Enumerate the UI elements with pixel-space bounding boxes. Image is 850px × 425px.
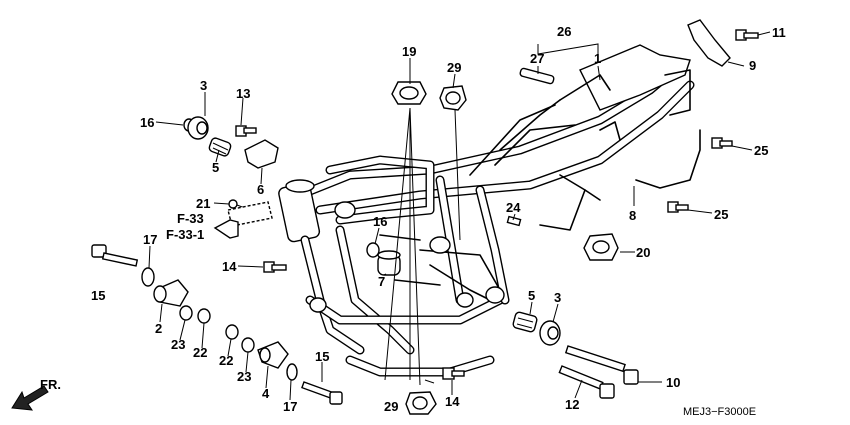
reference-f33: F-33 — [177, 211, 204, 226]
front-direction-arrow — [11, 385, 49, 411]
callout-11: 11 — [772, 25, 786, 40]
callout-21: 21 — [196, 196, 210, 211]
part-23-nut-lower — [241, 337, 255, 353]
callout-22: 22 — [193, 345, 207, 360]
part-6-bracket — [244, 139, 279, 169]
part-3-rubber-left — [187, 116, 209, 140]
part-19-clamp — [391, 81, 427, 105]
part-12-bolt — [558, 365, 615, 399]
leader-lines — [148, 31, 771, 401]
callout-20: 20 — [636, 245, 650, 260]
part-20-clamp — [583, 233, 619, 261]
callout-4: 4 — [262, 386, 270, 401]
part-plate-ref — [227, 201, 273, 227]
part-14-bolt-left — [263, 261, 287, 273]
part-2-collar — [153, 279, 189, 307]
part-17-washer-left — [141, 267, 155, 287]
part-14-bolt-bottom — [442, 367, 465, 380]
part-22-nut-lower — [225, 324, 239, 340]
callout-15: 15 — [315, 349, 329, 364]
callout-17: 17 — [143, 232, 157, 247]
drawing-code: MEJ3−F3000E — [683, 406, 756, 418]
callout-10: 10 — [666, 375, 680, 390]
callout-13: 13 — [236, 86, 250, 101]
callout-15: 15 — [91, 288, 105, 303]
callout-3: 3 — [200, 78, 207, 93]
part-15-bolt-lower — [301, 381, 343, 405]
part-5-bush-left — [208, 137, 232, 157]
callout-23: 23 — [171, 337, 185, 352]
callout-12: 12 — [565, 397, 579, 412]
part-23-nut-left — [179, 305, 193, 321]
part-5-bush-right — [512, 311, 538, 333]
callout-5: 5 — [528, 288, 535, 303]
callout-24: 24 — [506, 200, 521, 215]
callout-3: 3 — [554, 290, 561, 305]
frame-body — [278, 44, 695, 377]
callout-14: 14 — [445, 394, 460, 409]
part-4-collar — [257, 341, 289, 369]
callout-17: 17 — [283, 399, 297, 414]
callout-26: 26 — [557, 24, 571, 39]
callout-2: 2 — [155, 321, 162, 336]
part-8-stay — [635, 129, 701, 189]
callout-23: 23 — [237, 369, 251, 384]
part-17-washer-lower — [286, 363, 298, 381]
callout-29: 29 — [384, 399, 398, 414]
callout-7: 7 — [378, 274, 385, 289]
callout-1: 1 — [594, 51, 601, 66]
callout-8: 8 — [629, 208, 636, 223]
callout-25: 25 — [714, 207, 728, 222]
callout-27: 27 — [530, 51, 544, 66]
part-13-bolt — [235, 125, 257, 137]
reference-f33-1: F-33-1 — [166, 227, 204, 242]
reference-arrow — [213, 219, 239, 239]
callout-16: 16 — [373, 214, 387, 229]
callout-19: 19 — [402, 44, 416, 59]
part-29-clamp-bottom — [405, 391, 437, 415]
part-11-bolt — [735, 29, 759, 41]
callout-22: 22 — [219, 353, 233, 368]
part-24-pin — [506, 215, 522, 227]
front-direction-label: FR. — [40, 377, 61, 392]
part-15-bolt-left — [91, 244, 139, 267]
part-7-spacer — [377, 250, 401, 276]
callout-5: 5 — [212, 160, 219, 175]
callout-labels: 1 2 3 3 4 5 5 6 7 8 9 10 11 12 13 14 14 … — [91, 24, 786, 414]
callout-16: 16 — [140, 115, 154, 130]
part-25-bolt-upper — [711, 137, 733, 149]
callout-29: 29 — [447, 60, 461, 75]
part-29-clamp-top — [439, 85, 467, 111]
part-3-rubber-right — [539, 320, 561, 346]
part-25-bolt-lower — [667, 201, 689, 213]
callout-14: 14 — [222, 259, 237, 274]
part-9-bracket — [687, 19, 731, 67]
callout-6: 6 — [257, 182, 264, 197]
part-10-bolt — [564, 345, 639, 385]
part-27-pin — [519, 67, 555, 85]
part-16-collar-mid — [366, 242, 380, 258]
part-22-nut-left — [197, 308, 211, 324]
callout-9: 9 — [749, 58, 756, 73]
callout-25: 25 — [754, 143, 768, 158]
